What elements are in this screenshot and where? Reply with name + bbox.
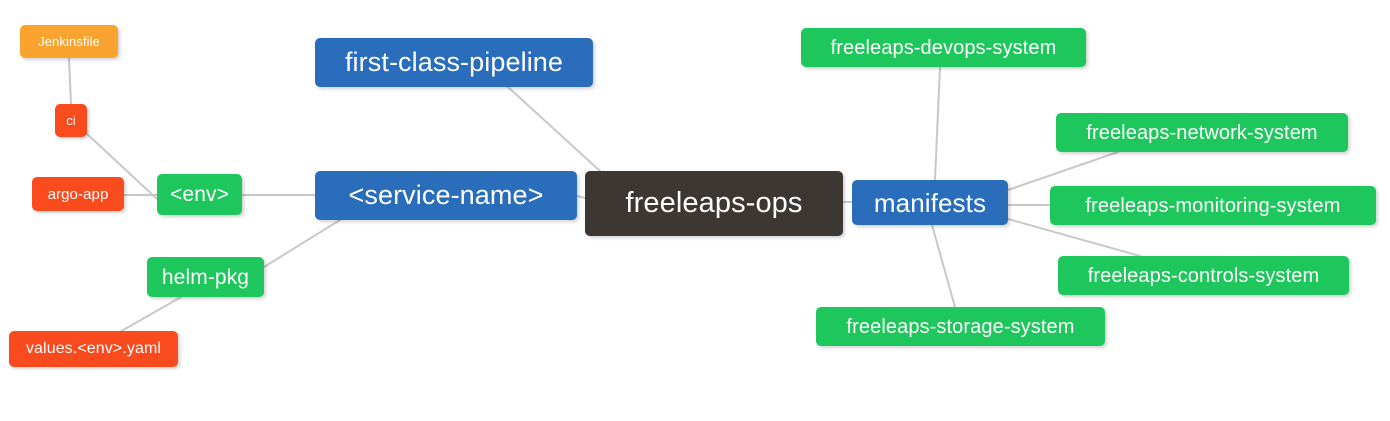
edge-jenkinsfile-to-ci — [68, 57, 72, 105]
node-label-freeleaps-monitoring-system: freeleaps-monitoring-system — [1085, 194, 1341, 217]
node-label-manifests: manifests — [873, 187, 987, 218]
node-label-service-name: <service-name> — [348, 180, 544, 210]
node-label-helm-pkg: helm-pkg — [161, 265, 250, 289]
node-freeleaps-ops[interactable]: freeleaps-ops — [585, 171, 843, 236]
node-label-values-yaml: values.<env>.yaml — [25, 340, 162, 357]
node-label-freeleaps-controls-system: freeleaps-controls-system — [1087, 264, 1320, 287]
node-service-name[interactable]: <service-name> — [315, 171, 577, 220]
node-freeleaps-devops-system[interactable]: freeleaps-devops-system — [801, 28, 1086, 67]
node-freeleaps-network-system[interactable]: freeleaps-network-system — [1056, 113, 1348, 152]
node-jenkinsfile[interactable]: Jenkinsfile — [20, 25, 118, 58]
edge-service-name-to-helm-pkg — [263, 219, 341, 268]
node-values-yaml[interactable]: values.<env>.yaml — [9, 331, 178, 367]
node-freeleaps-controls-system[interactable]: freeleaps-controls-system — [1058, 256, 1349, 295]
node-first-class-pipeline[interactable]: first-class-pipeline — [315, 38, 593, 87]
node-label-ci: ci — [66, 113, 76, 128]
node-label-first-class-pipeline: first-class-pipeline — [344, 47, 564, 77]
node-label-freeleaps-storage-system: freeleaps-storage-system — [846, 315, 1075, 338]
node-freeleaps-storage-system[interactable]: freeleaps-storage-system — [816, 307, 1105, 346]
node-freeleaps-monitoring-system[interactable]: freeleaps-monitoring-system — [1050, 186, 1376, 225]
node-label-freeleaps-network-system: freeleaps-network-system — [1086, 121, 1318, 144]
edge-service-name-to-freeleaps-ops — [576, 195, 586, 199]
node-label-freeleaps-devops-system: freeleaps-devops-system — [830, 36, 1057, 59]
node-label-env: <env> — [170, 183, 229, 206]
node-label-jenkinsfile: Jenkinsfile — [38, 34, 100, 49]
node-label-argo-app: argo-app — [47, 185, 109, 203]
node-ci[interactable]: ci — [55, 104, 87, 137]
edge-manifests-to-freeleaps-devops-system — [934, 66, 941, 181]
node-label-freeleaps-ops: freeleaps-ops — [625, 187, 803, 219]
edge-manifests-to-freeleaps-storage-system — [931, 224, 956, 308]
node-manifests[interactable]: manifests — [852, 180, 1008, 225]
node-helm-pkg[interactable]: helm-pkg — [147, 257, 264, 297]
edge-manifests-to-freeleaps-network-system — [1007, 151, 1119, 191]
edge-helm-pkg-to-values-yaml — [117, 296, 182, 334]
node-env[interactable]: <env> — [157, 174, 242, 215]
node-argo-app[interactable]: argo-app — [32, 177, 124, 211]
edge-first-class-pipeline-to-freeleaps-ops — [507, 86, 601, 172]
